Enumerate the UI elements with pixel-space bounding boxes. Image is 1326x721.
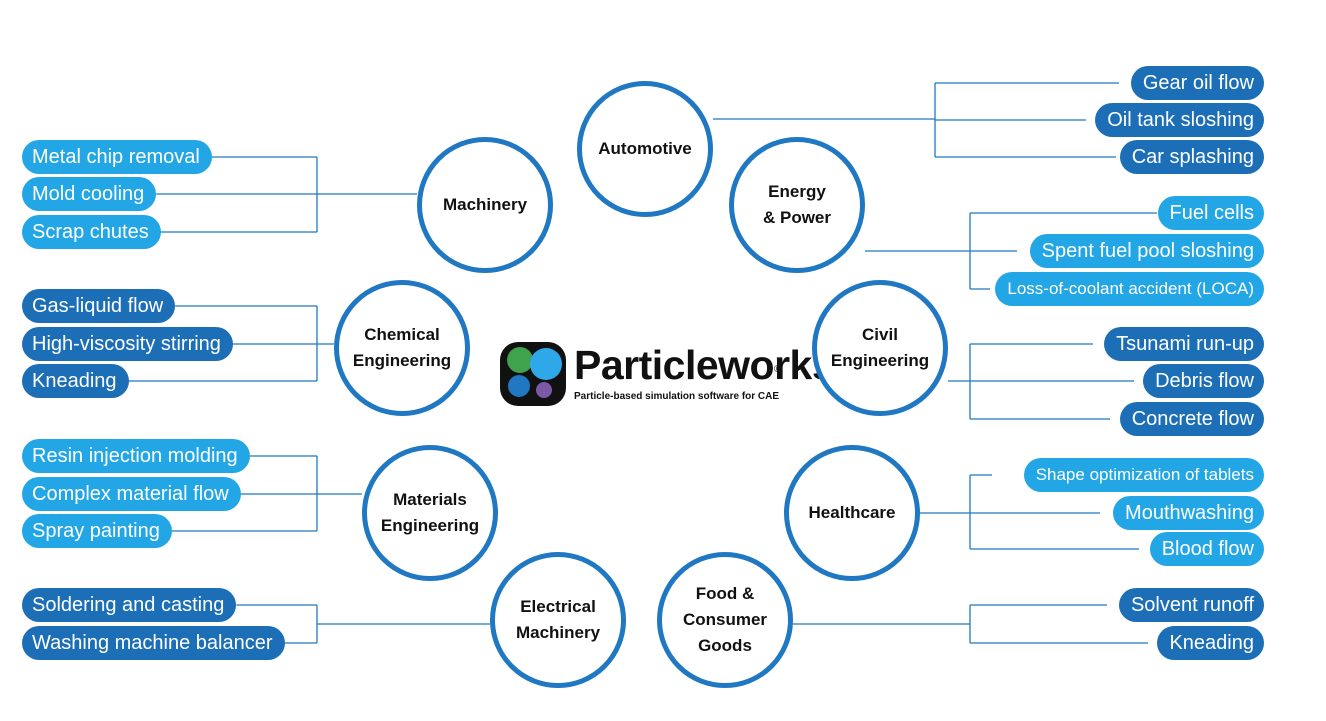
industry-label: Machinery <box>442 195 528 214</box>
product-tagline: Particle-based simulation software for C… <box>574 391 780 402</box>
application-pill: Scrap chutes <box>22 215 161 249</box>
registered-mark: ® <box>774 364 782 375</box>
industry-label: Healthcare <box>808 503 896 522</box>
application-pill: Metal chip removal <box>22 140 212 174</box>
product-name: Particleworks <box>574 342 835 388</box>
industry-circle-food: Food & Consumer Goods <box>657 552 793 688</box>
industry-label: Electrical Machinery <box>515 597 601 642</box>
industry-label: Food & Consumer Goods <box>682 584 768 655</box>
application-pill: Kneading <box>1157 626 1264 660</box>
industry-circle-civil: Civil Engineering <box>812 280 948 416</box>
particleworks-logo-icon <box>500 342 566 406</box>
industry-circle-healthcare: Healthcare <box>784 445 920 581</box>
industry-circle-machinery: Machinery <box>417 137 553 273</box>
application-pill: High-viscosity stirring <box>22 327 233 361</box>
application-pill: Shape optimization of tablets <box>1023 458 1264 492</box>
application-pill: Washing machine balancer <box>22 626 285 660</box>
application-pill: Soldering and casting <box>22 588 237 622</box>
application-pill: Gear oil flow <box>1130 66 1264 100</box>
application-pill: Resin injection molding <box>22 439 250 473</box>
application-pill: Fuel cells <box>1157 196 1264 230</box>
application-pill: Car splashing <box>1119 140 1264 174</box>
application-pill: Debris flow <box>1143 364 1264 398</box>
application-pill: Kneading <box>22 364 129 398</box>
industry-circle-materials: Materials Engineering <box>362 445 498 581</box>
application-pill: Oil tank sloshing <box>1095 103 1264 137</box>
application-pill: Gas-liquid flow <box>22 289 176 323</box>
industry-circle-automotive: Automotive <box>577 81 713 217</box>
particleworks-logo: Particleworks ® Particle-based simulatio… <box>498 340 835 410</box>
application-pill: Solvent runoff <box>1118 588 1264 622</box>
application-pill: Blood flow <box>1149 532 1264 566</box>
application-pill: Concrete flow <box>1119 402 1264 436</box>
industry-label: Energy & Power <box>762 182 832 227</box>
application-pill: Spent fuel pool sloshing <box>1029 234 1264 268</box>
industry-circle-chemical: Chemical Engineering <box>334 280 470 416</box>
industry-label: Civil Engineering <box>830 325 930 370</box>
industry-label: Automotive <box>598 139 692 158</box>
industry-circle-electrical: Electrical Machinery <box>490 552 626 688</box>
application-pill: Tsunami run-up <box>1104 327 1264 361</box>
application-pill: Mouthwashing <box>1113 496 1264 530</box>
application-pill: Loss-of-coolant accident (LOCA) <box>995 272 1264 306</box>
application-pill: Mold cooling <box>22 177 157 211</box>
industry-label: Materials Engineering <box>380 490 480 535</box>
application-pill: Spray painting <box>22 514 172 548</box>
application-pill: Complex material flow <box>22 477 241 511</box>
industry-label: Chemical Engineering <box>352 325 452 370</box>
industry-circle-energy: Energy & Power <box>729 137 865 273</box>
